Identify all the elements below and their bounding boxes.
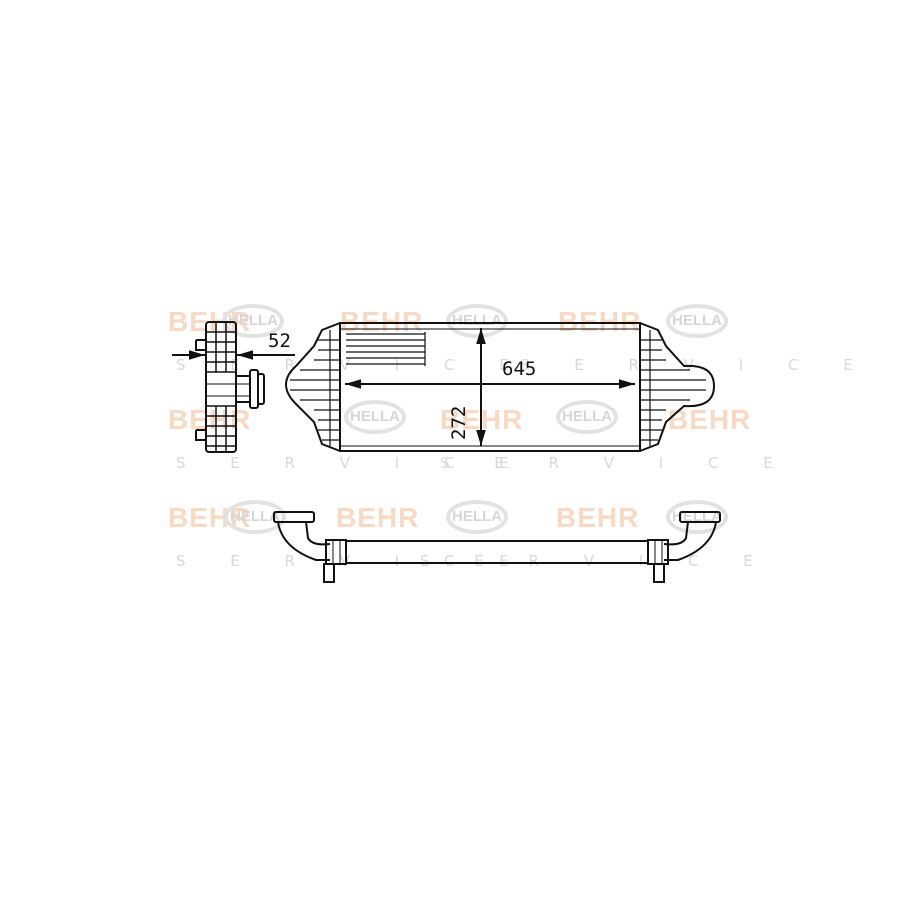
watermark-hella: HELLA	[556, 400, 618, 434]
watermark-service: S E R V I C E	[176, 454, 529, 472]
dimension-width-label: 645	[502, 358, 537, 380]
watermark-hella: HELLA	[344, 400, 406, 434]
watermark-service: S E R V I C E	[420, 552, 773, 570]
dimension-height-label: 272	[448, 405, 470, 440]
watermark-service: S E R V I C E	[440, 454, 793, 472]
watermark-hella: HELLA	[446, 500, 508, 534]
watermark-behr: BEHR	[556, 502, 640, 533]
watermark-hella: HELLA	[224, 500, 286, 534]
front-view	[285, 322, 716, 452]
watermark-behr: BEHR	[336, 502, 420, 533]
watermark-behr: BEHR	[558, 306, 642, 337]
dimension-depth-label: 52	[268, 330, 291, 352]
side-view	[195, 321, 265, 453]
watermark-hella: HELLA	[666, 304, 728, 338]
watermark-behr: BEHR	[340, 306, 424, 337]
watermark-service: S E R V I C E	[176, 552, 529, 570]
top-view	[273, 511, 721, 583]
